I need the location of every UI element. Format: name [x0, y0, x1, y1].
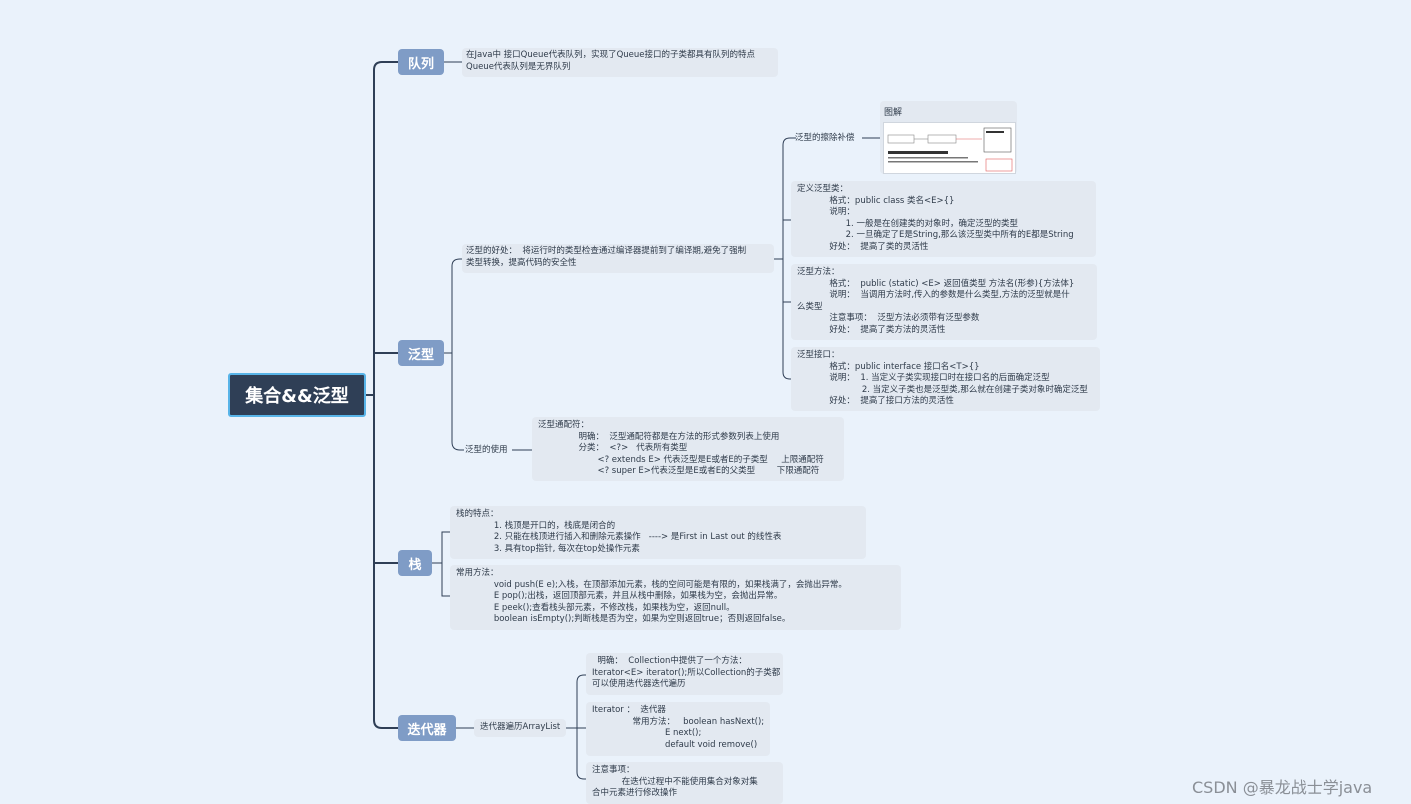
method-line: 说明： 当调用方法时,传入的参数是什么类型,方法的泛型就是什 — [797, 290, 1070, 300]
diagram-thumbnail-icon — [887, 127, 1013, 172]
generic-interface-box: 泛型接口： 格式：public interface 接口名<T>{} 说明： 1… — [791, 347, 1100, 411]
generic-label: 泛型 — [407, 347, 434, 363]
class-line: 好处： 提高了类的灵活性 — [797, 241, 929, 252]
wildcard-line: 泛型通配符： — [538, 420, 590, 430]
wildcard-line: <? super E>代表泛型是E或者E的父类型 下限通配符 — [538, 466, 820, 476]
class-line: 格式：public class 类名<E>{} — [797, 195, 955, 206]
stack-features-box: 栈的特点： 1. 栈顶是开口的，栈底是闭合的 2. 只能在栈顶进行插入和删除元素… — [450, 506, 866, 559]
queue-label: 队列 — [407, 56, 434, 72]
root-node[interactable]: 集合&&泛型 — [228, 373, 366, 417]
iterator-label: 迭代器 — [407, 722, 447, 738]
interface-line: 泛型接口： — [797, 350, 840, 360]
stack-feature-line: 1. 栈顶是开口的，栈底是闭合的 — [456, 520, 616, 531]
queue-line-1: 在Java中 接口Queue代表队列，实现了Queue接口的子类都具有队列的特点 — [466, 50, 756, 60]
class-line: 说明： — [797, 207, 855, 217]
iterator-line: default void remove() — [592, 739, 758, 750]
node-generic[interactable]: 泛型 — [398, 340, 444, 366]
generic-method-box: 泛型方法： 格式： public (static) <E> 返回值类型 方法名(… — [791, 264, 1097, 340]
stack-method-line: E peek();查看栈头部元素，不修改栈，如果栈为空，返回null。 — [456, 602, 735, 613]
method-line: 格式： public (static) <E> 返回值类型 方法名(形参){方法… — [797, 278, 1075, 289]
root-label: 集合&&泛型 — [245, 386, 349, 407]
interface-line: 2. 当定义子类也是泛型类,那么就在创建子类对象时确定泛型 — [797, 384, 1088, 395]
iterator-line: 合中元素进行修改操作 — [592, 788, 678, 798]
erasure-diagram-thumbnail[interactable] — [883, 122, 1016, 174]
class-line: 定义泛型类： — [797, 184, 849, 194]
iterator-box-1: 明确： Collection中提供了一个方法： Iterator<E> iter… — [586, 653, 783, 695]
queue-description: 在Java中 接口Queue代表队列，实现了Queue接口的子类都具有队列的特点… — [462, 48, 778, 77]
benefit-line-2: 类型转换，提高代码的安全性 — [466, 257, 577, 268]
wildcard-line: <? extends E> 代表泛型是E或者E的子类型 上限通配符 — [538, 454, 824, 465]
interface-line: 格式：public interface 接口名<T>{} — [797, 361, 980, 372]
iterator-line: 在迭代过程中不能使用集合对象对集 — [592, 776, 758, 787]
queue-line-2: Queue代表队列是无界队列 — [466, 61, 571, 72]
stack-methods-box: 常用方法： void push(E e);入栈，在顶部添加元素，栈的空间可能是有… — [450, 565, 901, 630]
erasure-label: 泛型的擦除补偿 — [795, 133, 855, 143]
stack-label: 栈 — [408, 557, 422, 573]
method-line: 泛型方法： — [797, 267, 840, 277]
generic-class-box: 定义泛型类： 格式：public class 类名<E>{} 说明： 1. 一般… — [791, 181, 1096, 257]
iterator-line: Iterator ： 迭代器 — [592, 705, 666, 715]
iterator-label-text: 迭代器遍历ArrayList — [480, 722, 561, 732]
iterator-line: E next(); — [592, 728, 702, 738]
benefit-line-1: 泛型的好处： 将运行时的类型检查通过编译器提前到了编译期,避免了强制 — [466, 246, 747, 256]
method-line: 注意事项： 泛型方法必须带有泛型参数 — [797, 313, 980, 323]
method-line: 么类型 — [797, 301, 823, 312]
erasure-image-title: 图解 — [884, 108, 903, 118]
iterator-line: 明确： Collection中提供了一个方法： — [592, 656, 747, 666]
iterator-box-2: Iterator ： 迭代器 常用方法： boolean hasNext(); … — [586, 702, 770, 756]
interface-line: 好处： 提高了接口方法的灵活性 — [797, 396, 954, 406]
stack-method-line: boolean isEmpty();判断栈是否为空，如果为空则返回true；否则… — [456, 614, 791, 624]
class-line: 1. 一般是在创建类的对象时，确定泛型的类型 — [797, 218, 1018, 229]
generic-usage-label: 泛型的使用 — [465, 445, 508, 455]
watermark: CSDN @暴龙战士学java — [1192, 778, 1373, 797]
stack-method-line: 常用方法： — [456, 568, 499, 578]
stack-method-line: E pop();出栈，返回顶部元素，并且从栈中删除，如果栈为空，会抛出异常。 — [456, 591, 783, 601]
iterator-line: Iterator<E> iterator();所以Collection的子类都 — [592, 667, 781, 678]
stack-feature-line: 3. 具有top指针, 每次在top处操作元素 — [456, 543, 640, 554]
node-iterator[interactable]: 迭代器 — [398, 715, 456, 741]
iterator-box-3: 注意事项： 在迭代过程中不能使用集合对象对集 合中元素进行修改操作 — [586, 762, 783, 804]
generic-benefit: 泛型的好处： 将运行时的类型检查通过编译器提前到了编译期,避免了强制 类型转换，… — [462, 244, 774, 273]
node-queue[interactable]: 队列 — [398, 49, 444, 75]
stack-feature-line: 栈的特点： — [456, 509, 499, 519]
iterator-arraylist-label: 迭代器遍历ArrayList — [474, 719, 566, 737]
class-line: 2. 一旦确定了E是String,那么该泛型类中所有的E都是String — [797, 230, 1074, 240]
iterator-line: 注意事项： — [592, 765, 635, 775]
stack-method-line: void push(E e);入栈，在顶部添加元素，栈的空间可能是有限的，如果栈… — [456, 579, 847, 590]
iterator-line: 可以使用迭代器迭代遍历 — [592, 679, 686, 689]
method-line: 好处： 提高了类方法的灵活性 — [797, 324, 946, 335]
wildcard-line: 明确： 泛型通配符都是在方法的形式参数列表上使用 — [538, 431, 780, 442]
node-stack[interactable]: 栈 — [398, 550, 432, 576]
stack-feature-line: 2. 只能在栈顶进行插入和删除元素操作 ----> 是First in Last… — [456, 532, 782, 542]
wildcard-line: 分类： <?> 代表所有类型 — [538, 443, 688, 453]
interface-line: 说明： 1. 当定义子类实现接口时在接口名的后面确定泛型 — [797, 373, 1050, 383]
iterator-line: 常用方法： boolean hasNext(); — [592, 716, 765, 727]
generic-wildcard-box: 泛型通配符： 明确： 泛型通配符都是在方法的形式参数列表上使用 分类： <?> … — [532, 417, 844, 481]
